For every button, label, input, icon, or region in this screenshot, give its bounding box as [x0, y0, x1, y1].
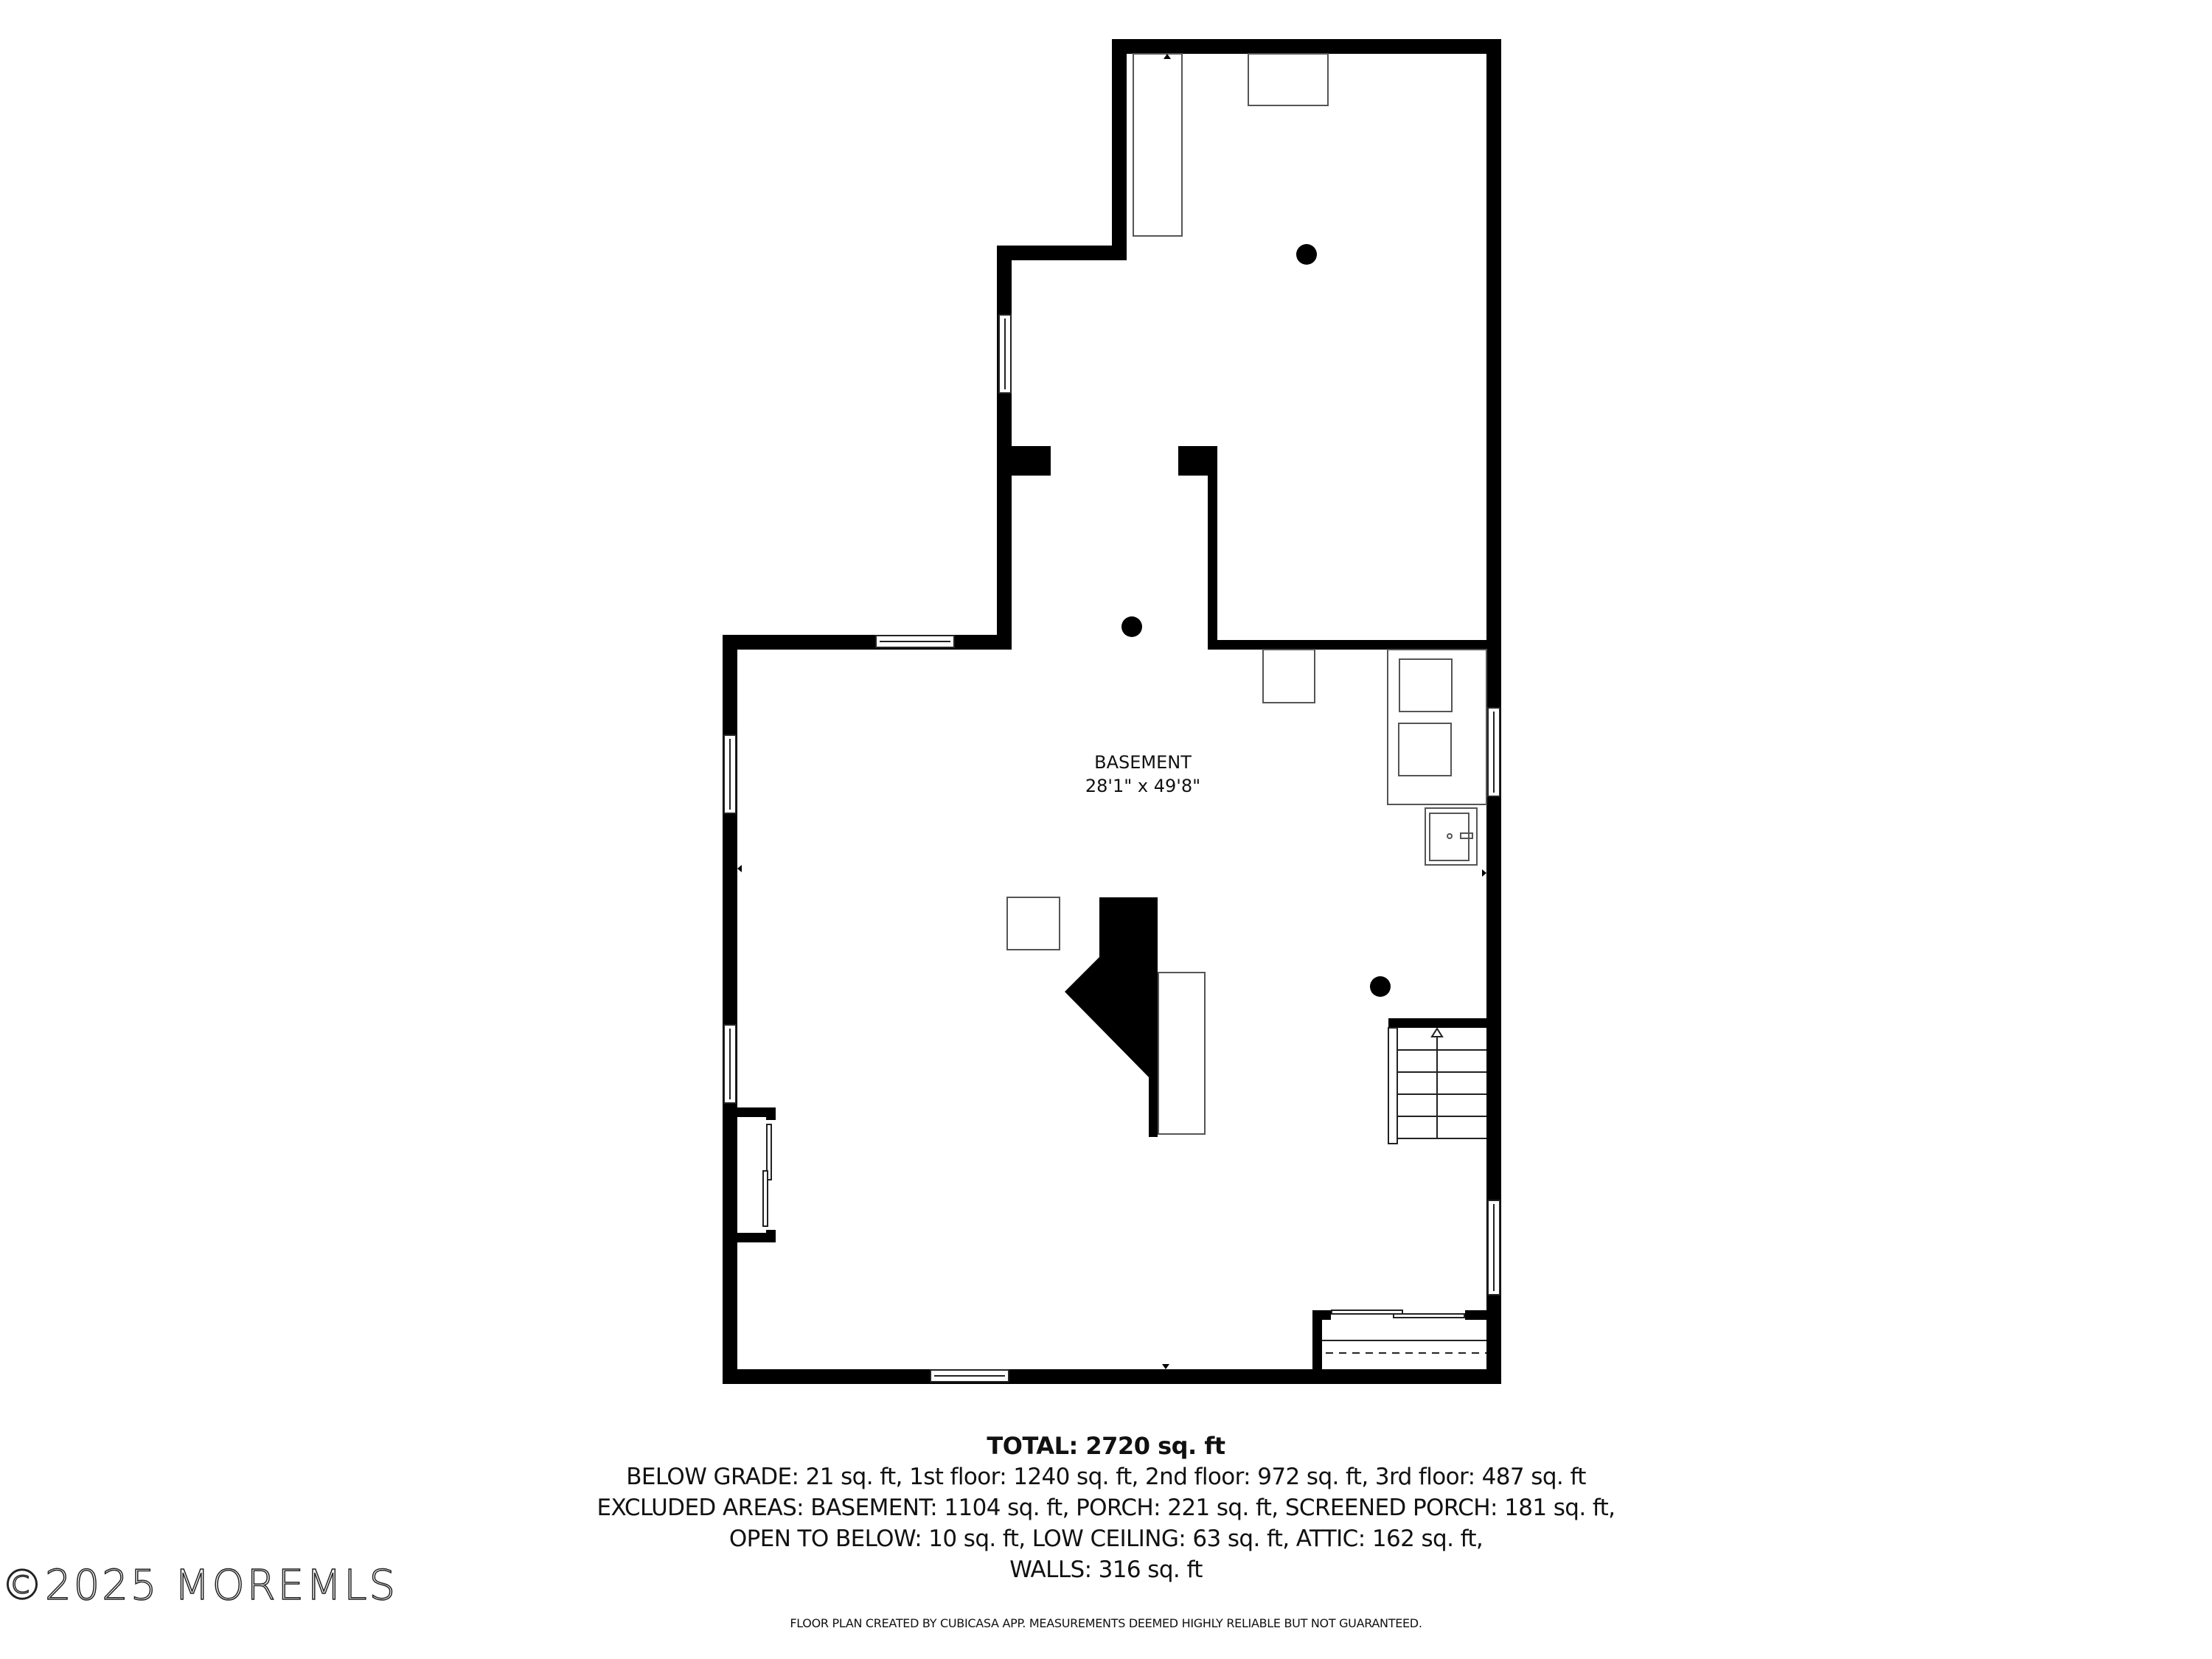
window-icon — [723, 1024, 737, 1104]
total-area: TOTAL: 2720 sq. ft — [987, 1432, 1225, 1460]
room-dimensions: 28'1" x 49'8" — [1085, 776, 1201, 796]
hearth-icon — [1158, 972, 1206, 1135]
post-icon — [1296, 244, 1317, 265]
fireplace-chimney-icon — [1065, 897, 1158, 1137]
dryer-icon — [1398, 723, 1452, 776]
sink-icon — [1425, 807, 1478, 866]
door-marker-arrow-icon — [1164, 54, 1171, 59]
appliance-icon — [1262, 649, 1315, 703]
door-marker-arrow-icon — [737, 865, 742, 872]
window-icon — [998, 314, 1012, 394]
window-icon — [1487, 1200, 1500, 1295]
storage-shelf-icon — [1133, 53, 1183, 237]
door-markers — [737, 54, 1486, 1369]
door-marker-arrow-icon — [1482, 869, 1486, 877]
area-summary: TOTAL: 2720 sq. ft BELOW GRADE: 21 sq. f… — [442, 1430, 1770, 1585]
walls-area-line: WALLS: 316 sq. ft — [1009, 1557, 1203, 1583]
fixtures — [1006, 53, 1487, 1135]
excluded-areas-line: EXCLUDED AREAS: BASEMENT: 1104 sq. ft, P… — [597, 1495, 1615, 1521]
room-name: BASEMENT — [1094, 752, 1192, 773]
post-icon — [1121, 616, 1142, 637]
sliding-door-icon — [762, 1124, 772, 1227]
window-icon — [1487, 707, 1500, 797]
window-icon — [930, 1369, 1009, 1382]
appliance-icon — [1248, 53, 1329, 106]
excluded-areas-line-2: OPEN TO BELOW: 10 sq. ft, LOW CEILING: 6… — [728, 1526, 1484, 1552]
laundry-counter — [1387, 649, 1487, 805]
watermark: ©2025 MOREMLS — [1, 1561, 398, 1610]
washer-icon — [1399, 658, 1453, 712]
window-icon — [875, 635, 955, 648]
post-icon — [1370, 976, 1391, 997]
disclaimer: FLOOR PLAN CREATED BY CUBICASA APP. MEAS… — [790, 1616, 1422, 1630]
stairs-up-arrow-icon — [1430, 1027, 1444, 1037]
stairs-icon — [1388, 1027, 1486, 1144]
area-breakdown-line: BELOW GRADE: 21 sq. ft, 1st floor: 1240 … — [626, 1464, 1586, 1490]
posts — [1121, 244, 1391, 997]
closet-shelf-icon — [1322, 1310, 1486, 1354]
box-icon — [1006, 897, 1060, 950]
window-icon — [723, 734, 737, 814]
room-label: BASEMENT 28'1" x 49'8" — [1032, 751, 1253, 798]
exterior-walls — [723, 39, 1501, 1384]
door-marker-arrow-icon — [1162, 1364, 1169, 1369]
windows — [723, 314, 1500, 1382]
